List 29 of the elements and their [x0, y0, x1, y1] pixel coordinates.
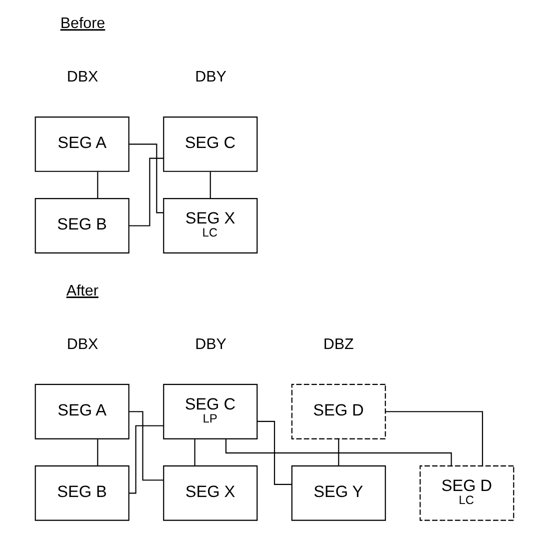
node-box: SEG B [34, 465, 130, 521]
node-box: SEG D [291, 384, 386, 440]
connector [338, 438, 340, 466]
node-box: SEG C [163, 116, 258, 172]
node-box: SEG B [34, 198, 130, 254]
label: DBZ [323, 336, 354, 353]
node-box: SEG A [34, 384, 130, 440]
label: DBX [66, 68, 98, 86]
connector [128, 144, 164, 214]
connector [128, 411, 164, 481]
connector [257, 420, 292, 485]
node-box: SEG X LC [163, 198, 258, 254]
node-box: SEG Y [291, 465, 386, 521]
label: DBX [66, 336, 98, 353]
label: DBY [195, 336, 226, 353]
node-box: SEG X [163, 465, 258, 521]
connector [194, 439, 196, 466]
label: DBY [195, 68, 226, 86]
label: After [66, 282, 98, 300]
node-box: SEG C LP [163, 384, 258, 440]
label: Before [60, 15, 106, 32]
node-box: SEG D LC [420, 465, 514, 521]
connector [210, 172, 211, 198]
node-box: SEG A [34, 116, 130, 172]
connector [129, 158, 164, 226]
connector [386, 411, 484, 466]
connector [97, 172, 98, 198]
connector [129, 425, 164, 494]
connector [97, 439, 98, 466]
